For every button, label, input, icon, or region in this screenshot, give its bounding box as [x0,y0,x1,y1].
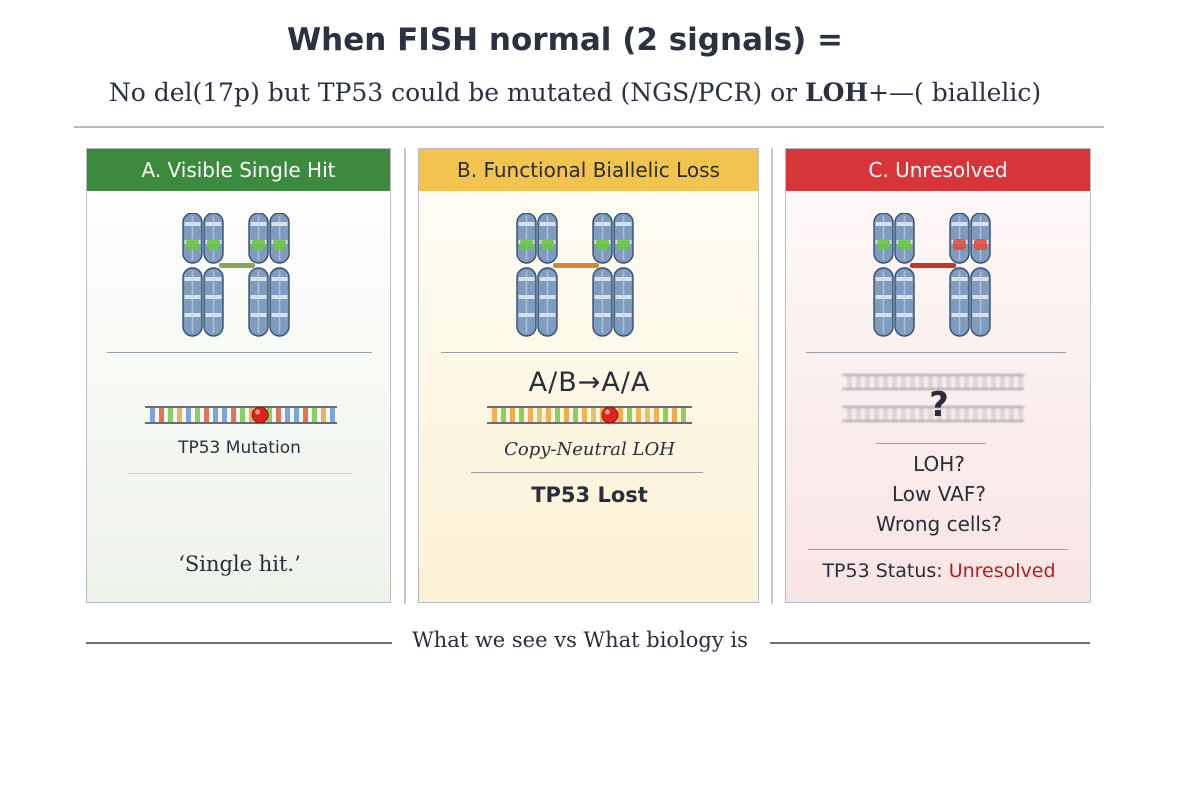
panel-unresolved: C. Unresolved ? LOH? Low VAF? Wrong cell… [785,148,1091,603]
page-title: When FISH normal (2 signals) = [286,22,844,58]
chromatid [592,213,613,264]
question-wrong-cells: Wrong cells? [875,512,1003,536]
caption-rule-left [86,642,392,644]
green-fish-signal [541,239,554,250]
loh-label: Copy-Neutral LOH [504,439,675,460]
allele-change-label: A/B→A/A [528,367,651,398]
red-fish-signal [953,239,966,250]
dna-strand-icon [145,406,337,424]
green-fish-signal [273,239,286,250]
chromatid [613,213,634,264]
blurred-dna-strand-icon [842,406,1024,422]
section-divider [127,473,352,474]
panel-heading: A. Visible Single Hit [87,149,390,191]
chromatid [894,267,915,337]
blurred-dna-strand-icon [842,374,1024,390]
panel-heading: B. Functional Biallelic Loss [419,149,758,191]
dna-strand-icon [487,406,692,424]
chromatid [949,267,970,337]
section-divider [808,549,1068,550]
title-divider [74,126,1104,128]
chromatid [203,213,224,264]
status-value: Unresolved [948,560,1056,582]
chromatid [613,267,634,337]
chromatid [516,213,537,264]
chromatid [537,213,558,264]
panel-functional-biallelic-loss: B. Functional Biallelic Loss A/B→A/A Cop… [418,148,759,603]
subtitle-suffix: +—( biallelic) [868,78,1042,107]
mutation-dot-icon [601,406,619,424]
section-divider [471,472,703,473]
subtitle-emphasis: LOH [805,78,869,107]
question-mark-icon: ? [929,385,949,425]
tp53-status: TP53 Status: Unresolved [786,560,1090,582]
dna-label: TP53 Mutation [178,438,301,458]
green-fish-signal [596,239,609,250]
caption-rule-right [770,642,1090,644]
panel-heading: C. Unresolved [786,149,1090,191]
question-loh: LOH? [913,452,965,476]
green-fish-signal [207,239,220,250]
chromosome-pair-diagram [182,213,290,337]
chromosome-pair-diagram [516,213,634,337]
red-fish-signal [974,239,987,250]
signal-bar [219,263,255,268]
bottom-caption: What we see vs What biology is [412,628,748,652]
green-fish-signal [186,239,199,250]
section-divider [441,352,738,353]
chromatid [182,267,203,337]
mutation-dot-icon [251,406,269,424]
green-fish-signal [252,239,265,250]
chromatid [516,267,537,337]
panel-separator [771,148,773,604]
single-hit-quote: ‘Single hit.’ [178,552,301,576]
panel-separator [404,148,406,604]
signal-bar [910,263,956,268]
chromatid [537,267,558,337]
panel-visible-single-hit: A. Visible Single Hit TP53 Mutation ‘Sin… [86,148,391,603]
green-fish-signal [617,239,630,250]
chromatid [248,267,269,337]
green-fish-signal [898,239,911,250]
chromatid [592,267,613,337]
chromatid [182,213,203,264]
chromatid [970,213,991,264]
question-low-vaf: Low VAF? [892,482,986,506]
chromatid [949,213,970,264]
chromatid [873,213,894,264]
chromatid [970,267,991,337]
chromatid [269,213,290,264]
subtitle-prefix: No del(17p) but TP53 could be mutated (N… [108,78,806,107]
chromosome-pair-diagram [873,213,991,337]
page-subtitle: No del(17p) but TP53 could be mutated (N… [0,78,1150,107]
chromatid [873,267,894,337]
chromatid [203,267,224,337]
chromatid [894,213,915,264]
chromatid [248,213,269,264]
tp53-lost-label: TP53 Lost [531,483,648,507]
section-divider [806,352,1066,353]
green-fish-signal [520,239,533,250]
section-divider [876,443,986,444]
signal-bar [553,263,599,268]
section-divider [107,352,372,353]
chromatid [269,267,290,337]
green-fish-signal [877,239,890,250]
status-label: TP53 Status: [822,560,949,582]
